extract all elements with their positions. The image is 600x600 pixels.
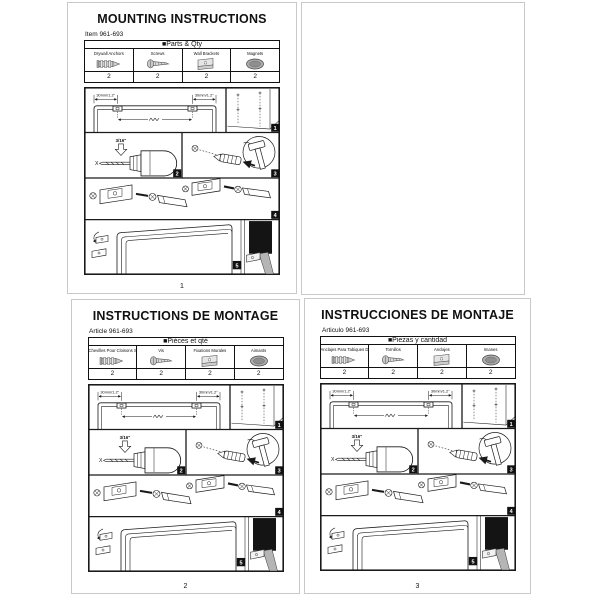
part-qty: 2 (465, 366, 516, 379)
part-label: Aimants (251, 347, 267, 353)
part-qty: 2 (417, 366, 467, 379)
page-number: 2 (183, 583, 188, 590)
screw-icon (146, 58, 169, 68)
drywall-anchor-icon (100, 356, 124, 365)
part-cell: Vis (136, 345, 186, 369)
part-qty: 2 (136, 367, 186, 380)
drywall-anchor-icon (332, 355, 356, 364)
instruction-diagram (84, 87, 280, 275)
screw-icon (150, 355, 172, 365)
parts-table: ■Parts & Qty Drywall Anchors Screws Wall… (84, 40, 280, 83)
part-cell: Aimants (233, 345, 284, 369)
page-mounting-instructions-fr: INSTRUCTIONS DE MONTAGE Article 961-693 … (71, 299, 300, 594)
page-title: INSTRUCCIONES DE MONTAJE (321, 308, 514, 322)
part-label: Tornillos (385, 346, 401, 352)
wall-bracket-icon (198, 57, 214, 70)
magnet-icon (249, 355, 268, 366)
part-cell: Wall Brackets (181, 48, 232, 72)
page-title: MOUNTING INSTRUCTIONS (97, 12, 267, 26)
item-number: Item 961-693 (85, 31, 124, 38)
part-cell: Anclajes (417, 344, 467, 368)
part-label: Screws (150, 50, 165, 56)
page-mounting-instructions-es: INSTRUCCIONES DE MONTAJE Articulo 961-69… (304, 298, 531, 594)
part-label: Imanes (483, 346, 498, 352)
parts-table-header: ■Piezas y cantidad (319, 336, 516, 345)
parts-table: ■Piezas y cantidad Anclajes Para Tabique… (319, 336, 516, 379)
part-label: Magnets (247, 50, 264, 56)
parts-table-header: ■Pièces et qté (87, 337, 284, 346)
item-number: Articulo 961-693 (322, 327, 370, 334)
wall-bracket-icon (433, 353, 450, 366)
part-cell: Chevilles Pour Cloisons Sèches (87, 345, 138, 369)
part-label: Fixations Murales (193, 347, 227, 353)
part-qty: 2 (230, 70, 280, 83)
parts-table: ■Pièces et qté Chevilles Pour Cloisons S… (87, 337, 284, 380)
page-number: 1 (180, 283, 184, 290)
wall-bracket-icon (201, 354, 218, 367)
screw-icon (382, 354, 404, 364)
part-label: Chevilles Pour Cloisons Sèches (88, 347, 137, 353)
part-label: Anclajes Para Tabiques De Yeso (320, 346, 369, 352)
part-qty: 2 (132, 70, 183, 83)
page-number: 3 (415, 583, 420, 590)
part-label: Vis (158, 347, 164, 353)
part-cell: Screws (132, 48, 183, 72)
magnet-icon (481, 354, 500, 365)
part-qty: 2 (181, 70, 232, 83)
part-qty: 2 (319, 366, 370, 379)
part-qty: 2 (87, 367, 138, 380)
blank-page (301, 2, 525, 295)
item-number: Article 961-693 (89, 328, 133, 335)
parts-table-header: ■Parts & Qty (84, 40, 280, 49)
part-cell: Drywall Anchors (84, 48, 134, 72)
part-qty: 2 (185, 367, 235, 380)
part-cell: Tornillos (368, 344, 418, 368)
part-qty: 2 (84, 70, 134, 83)
part-label: Wall Brackets (193, 50, 220, 56)
instruction-diagram (320, 383, 516, 571)
part-label: Anclajes (433, 346, 450, 352)
part-cell: Fixations Murales (185, 345, 235, 369)
part-cell: Magnets (230, 48, 280, 72)
part-cell: Anclajes Para Tabiques De Yeso (319, 344, 370, 368)
instruction-diagram (88, 384, 284, 572)
page-mounting-instructions-en: MOUNTING INSTRUCTIONS Item 961-693 ■Part… (67, 2, 297, 294)
part-label: Drywall Anchors (93, 50, 124, 56)
part-qty: 2 (233, 367, 284, 380)
part-qty: 2 (368, 366, 418, 379)
drywall-anchor-icon (96, 59, 120, 68)
part-cell: Imanes (465, 344, 516, 368)
magnet-icon (246, 58, 264, 69)
page-title: INSTRUCTIONS DE MONTAGE (92, 309, 279, 323)
